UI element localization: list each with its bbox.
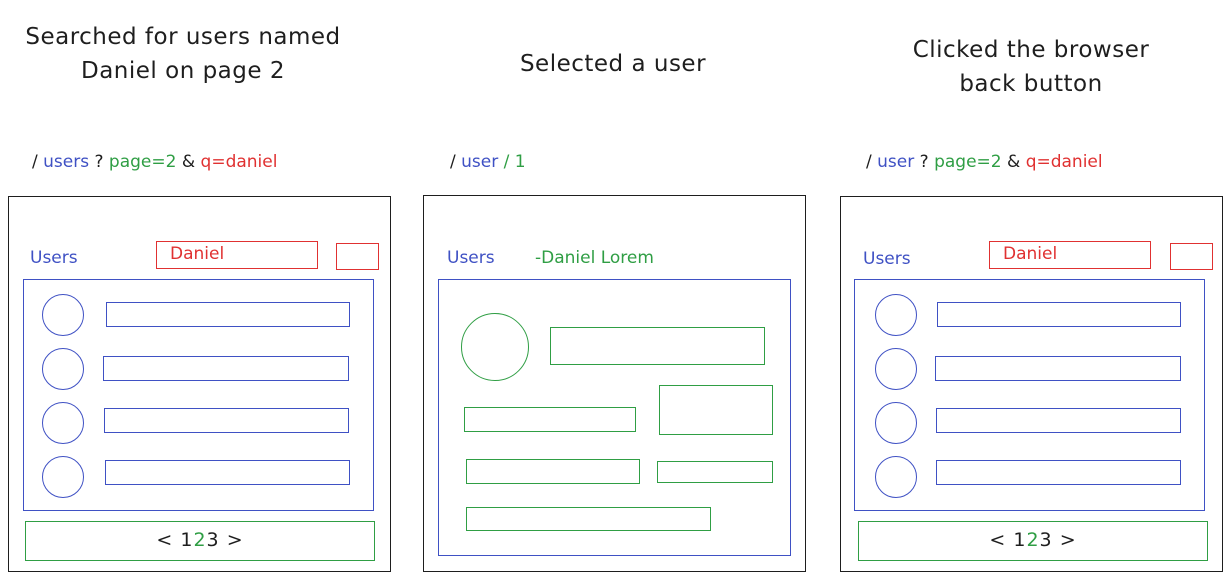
title-line: back button [959,71,1103,97]
title-line: Searched for users named [25,24,341,50]
url-page-param: page=2 [934,152,1002,172]
avatar [42,348,84,390]
step-3-url: / user ? page=2 & q=daniel [866,152,1103,172]
avatar [42,402,84,444]
detail-field [466,459,640,484]
page-1[interactable]: 1 [180,529,194,551]
url-qmark: ? [919,152,929,172]
list-item[interactable] [106,302,350,327]
list-item[interactable] [103,356,349,381]
users-heading: Users [863,249,911,269]
pagination: < 123 > [25,521,375,561]
users-link[interactable]: Users [447,248,495,268]
avatar [42,456,84,498]
page-3[interactable]: 3 [1039,529,1053,551]
page-2-current[interactable]: 2 [193,529,207,551]
title-line: Clicked the browser [912,37,1150,63]
page-1[interactable]: 1 [1013,529,1027,551]
avatar [875,348,917,390]
detail-field [466,507,711,531]
user-detail-card [438,279,791,556]
step-1-title: Searched for users named Daniel on page … [0,20,366,88]
avatar [875,402,917,444]
search-button[interactable] [336,243,379,270]
list-item[interactable] [937,302,1181,327]
list-item[interactable] [936,408,1181,433]
detail-field [659,385,773,435]
url-query-param: q=daniel [200,152,278,172]
step-2-title: Selected a user [430,47,796,81]
search-value: Daniel [1003,244,1058,264]
user-list [854,279,1205,511]
search-value: Daniel [170,244,225,264]
next-page-button[interactable]: > [226,529,244,551]
url-amp: & [1007,152,1021,172]
search-input[interactable]: Daniel [156,241,318,269]
user-name-heading: -Daniel Lorem [535,248,654,268]
detail-field [550,327,765,365]
avatar [875,294,917,336]
title-line: Daniel on page 2 [81,58,285,84]
url-slash: / [450,152,456,172]
url-slash: / [503,152,510,172]
step-3-title: Clicked the browser back button [848,33,1214,101]
prev-page-button[interactable]: < [989,529,1007,551]
url-path: users [43,152,90,172]
url-page-param: page=2 [108,152,177,172]
prev-page-button[interactable]: < [156,529,174,551]
step-1-url: / users ? page=2 & q=daniel [32,152,277,172]
avatar [875,456,917,498]
avatar [42,294,84,336]
list-item[interactable] [936,460,1181,485]
step-2-url: / user / 1 [450,152,526,172]
step-3-panel: Users Daniel < 123 > [840,196,1223,572]
url-amp: & [181,152,196,172]
url-query-param: q=daniel [1025,152,1103,172]
url-slash: / [866,152,872,172]
list-item[interactable] [935,356,1181,381]
url-user-id: 1 [514,152,526,172]
title-line: Selected a user [519,51,707,77]
url-qmark: ? [94,152,104,172]
detail-field [657,461,773,483]
users-heading: Users [30,248,78,268]
step-1-panel: Users Daniel < 123 > [8,196,391,572]
page-3[interactable]: 3 [206,529,220,551]
url-path: user [461,152,499,172]
list-item[interactable] [105,460,350,485]
user-avatar [461,313,529,381]
list-item[interactable] [104,408,349,433]
next-page-button[interactable]: > [1059,529,1077,551]
page-2-current[interactable]: 2 [1026,529,1040,551]
search-input[interactable]: Daniel [989,241,1151,269]
user-list [23,279,374,511]
url-slash: / [32,152,38,172]
pagination: < 123 > [858,521,1208,561]
search-button[interactable] [1170,243,1213,270]
step-2-panel: Users -Daniel Lorem [423,195,806,572]
url-path: user [877,152,915,172]
detail-field [464,407,636,432]
